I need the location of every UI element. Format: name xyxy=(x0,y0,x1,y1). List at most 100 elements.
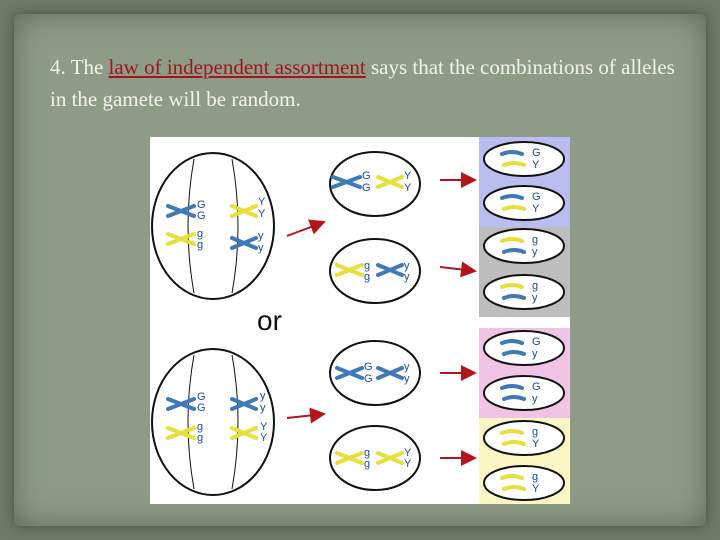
chromosome-yellow xyxy=(335,263,364,277)
allele-label: Y xyxy=(532,438,540,450)
allele-label: G xyxy=(532,381,541,393)
text-after: says that the combinations of alleles in… xyxy=(50,55,675,111)
allele-label: y xyxy=(532,246,538,258)
gamete-cell xyxy=(483,330,565,366)
chromosome-yellow xyxy=(500,237,524,243)
allele-label: g xyxy=(532,426,538,438)
chromosome-yellow xyxy=(376,451,404,465)
intermediate-cell xyxy=(329,238,421,304)
spindle-line xyxy=(231,354,239,490)
allele-label: G xyxy=(362,182,371,194)
chromosome-blue xyxy=(502,395,526,401)
allele-label: G xyxy=(197,402,206,414)
allele-label: g xyxy=(364,447,370,459)
allele-label: g xyxy=(532,234,538,246)
allele-label: g xyxy=(532,280,538,292)
allele-label: g xyxy=(197,228,203,240)
key-term-link[interactable]: law of independent assortment xyxy=(108,55,366,79)
chromosome-blue xyxy=(500,194,524,200)
allele-label: G xyxy=(197,391,206,403)
or-label: or xyxy=(257,305,282,336)
chromosome-yellow xyxy=(502,440,526,446)
intermediate-cell xyxy=(329,151,421,217)
chromosome-blue xyxy=(500,384,524,390)
intermediate-cell xyxy=(329,340,421,406)
allele-label: Y xyxy=(260,432,268,444)
parent-cell-top xyxy=(151,152,275,300)
allele-label: G xyxy=(532,336,541,348)
allele-label: y xyxy=(260,402,266,414)
chromosome-blue xyxy=(230,236,258,250)
allele-label: Y xyxy=(260,421,268,433)
gamete-cell xyxy=(483,375,565,411)
allele-label: G xyxy=(362,170,371,182)
gamete-cell xyxy=(483,228,565,264)
chromosome-blue xyxy=(502,248,526,254)
allele-label: y xyxy=(532,348,538,360)
allele-label: g xyxy=(364,260,370,272)
chromosome-blue xyxy=(502,350,526,356)
allele-label: Y xyxy=(404,458,412,470)
intermediate-cell xyxy=(329,425,421,491)
chromosome-yellow xyxy=(500,474,524,480)
allele-label: y xyxy=(258,230,264,242)
chromosome-blue xyxy=(500,339,524,345)
allele-label: G xyxy=(197,210,206,222)
allele-label: G xyxy=(532,191,541,203)
arrow xyxy=(286,219,326,237)
chromosome-yellow xyxy=(166,232,196,246)
spindle-line xyxy=(231,158,239,294)
allele-label: y xyxy=(404,271,410,283)
parent-cell-bottom xyxy=(151,348,275,496)
meiosis-figure: or xyxy=(150,137,570,504)
allele-label: G xyxy=(364,361,373,373)
text-before: 4. The xyxy=(50,55,109,79)
slide-text: 4. The law of independent assortment say… xyxy=(50,52,690,114)
allele-label: y xyxy=(532,292,538,304)
allele-label: g xyxy=(364,271,370,283)
allele-label: G xyxy=(364,373,373,385)
chromosome-yellow xyxy=(500,429,524,435)
chromosome-blue xyxy=(376,263,404,277)
allele-label: g xyxy=(364,458,370,470)
arrow xyxy=(439,261,477,278)
gamete-cell xyxy=(483,185,565,221)
allele-label: g xyxy=(197,239,203,251)
allele-label: y xyxy=(532,393,538,405)
allele-label: Y xyxy=(404,170,412,182)
allele-label: g xyxy=(197,421,203,433)
chromosome-yellow xyxy=(502,485,526,491)
gamete-cell xyxy=(483,420,565,456)
meiosis-diagram: or xyxy=(151,137,570,504)
chromosome-yellow xyxy=(230,426,258,440)
allele-label: g xyxy=(532,471,538,483)
gamete-cell xyxy=(483,274,565,310)
chromosome-yellow xyxy=(230,204,258,218)
allele-label: y xyxy=(258,242,264,254)
allele-label: y xyxy=(404,373,410,385)
allele-label: Y xyxy=(404,447,412,459)
allele-label: g xyxy=(197,432,203,444)
spindle-line xyxy=(187,158,195,294)
chromosome-yellow xyxy=(335,451,364,465)
chromosome-yellow xyxy=(500,283,524,289)
chromosome-yellow xyxy=(376,175,404,189)
chromosome-blue xyxy=(331,175,362,189)
chromosome-yellow xyxy=(502,205,526,211)
allele-label: Y xyxy=(404,182,412,194)
chromosome-blue xyxy=(335,366,364,380)
chromosome-yellow xyxy=(166,426,196,440)
gamete-cell xyxy=(483,141,565,177)
allele-label: y xyxy=(404,361,410,373)
allele-label: Y xyxy=(532,159,540,171)
allele-label: G xyxy=(532,147,541,159)
allele-label: y xyxy=(404,260,410,272)
allele-label: Y xyxy=(258,208,266,220)
arrow xyxy=(286,407,326,424)
allele-label: Y xyxy=(258,196,266,208)
allele-label: y xyxy=(260,390,266,402)
spindle-line xyxy=(187,354,195,490)
chromosome-blue xyxy=(166,397,196,411)
gamete-cell xyxy=(483,465,565,501)
